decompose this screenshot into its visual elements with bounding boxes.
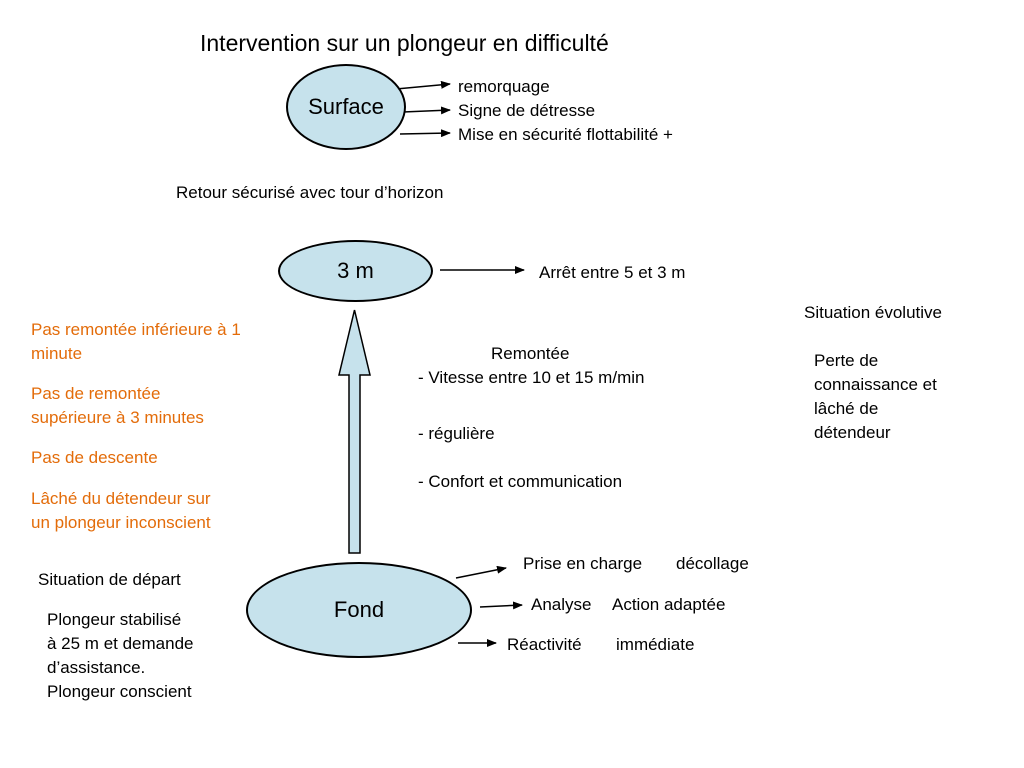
situation-depart-line: Plongeur stabilisé: [47, 610, 182, 629]
remontee-item: - Vitesse entre 10 et 15 m/min: [418, 368, 645, 387]
warning-line: Lâché du détendeur sur: [31, 489, 211, 508]
warning-line: Pas de descente: [31, 448, 158, 467]
fond-action-b: décollage: [676, 554, 749, 573]
fond-label: Fond: [333, 597, 385, 622]
fond-node: Fond: [246, 562, 472, 658]
remontee-item: - régulière: [418, 424, 495, 443]
fond-action-a: Réactivité: [507, 635, 582, 654]
fond-action-a: Analyse: [531, 595, 592, 614]
warning-line: Pas remontée inférieure à 1: [31, 320, 241, 339]
surface-label: Surface: [308, 94, 384, 119]
arrow-remorquage: [395, 80, 451, 90]
remontee-title: Remontée: [491, 344, 570, 363]
surface-action-remorquage: remorquage: [458, 77, 550, 96]
surface-action-mise-en-securite: Mise en sécurité flottabilité +: [458, 125, 673, 144]
fond-action-a: Prise en charge: [523, 554, 643, 573]
ascent-arrow: [338, 309, 371, 554]
surface-node: Surface: [286, 64, 406, 150]
arrow-mise-en-securite: [399, 129, 451, 138]
surface-action-signe-detresse: Signe de détresse: [458, 101, 596, 120]
three-m-label: 3 m: [337, 258, 374, 283]
situation-evolutive-line: connaissance et: [814, 375, 937, 394]
situation-evolutive-line: lâché de: [814, 399, 879, 418]
situation-evolutive-line: détendeur: [814, 423, 891, 442]
three-m-node: 3 m: [278, 240, 433, 302]
fond-action-b: immédiate: [616, 635, 695, 654]
situation-depart-line: à 25 m et demande: [47, 634, 194, 653]
page-title: Intervention sur un plongeur en difficul…: [200, 30, 609, 56]
warning-line: minute: [31, 344, 83, 363]
retour-securise-text: Retour sécurisé avec tour d’horizon: [176, 183, 444, 202]
fond-action-b: Action adaptée: [612, 595, 726, 614]
warning-line: Pas de remontée: [31, 384, 161, 403]
situation-depart-line: Plongeur conscient: [47, 682, 192, 701]
arrow-analyse: [479, 601, 523, 610]
situation-depart-title: Situation de départ: [38, 570, 181, 589]
situation-evolutive-line: Perte de: [814, 351, 879, 370]
situation-evolutive-title: Situation évolutive: [804, 303, 942, 322]
situation-depart-line: d’assistance.: [47, 658, 146, 677]
warning-line: supérieure à 3 minutes: [31, 408, 204, 427]
remontee-item: - Confort et communication: [418, 472, 623, 491]
arrow-prise-en-charge: [455, 565, 507, 579]
warning-line: un plongeur inconscient: [31, 513, 211, 532]
arrow-signe-detresse: [402, 106, 451, 115]
arret-text: Arrêt entre 5 et 3 m: [539, 263, 686, 282]
